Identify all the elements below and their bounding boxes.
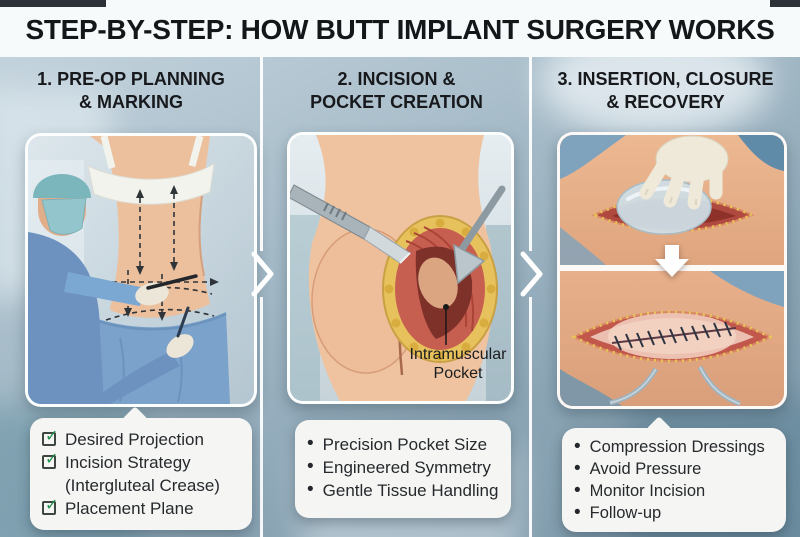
suture-line	[611, 321, 737, 351]
panel-divider	[260, 57, 263, 251]
bullet-icon: •	[307, 456, 314, 477]
bullet-item: • Follow-up	[574, 502, 774, 524]
marking-arrowheads	[124, 185, 219, 321]
bullet-item-label: Engineered Symmetry	[322, 458, 491, 477]
step-1-header: 1. PRE-OP PLANNING & MARKING	[37, 69, 225, 112]
retractor-icon	[453, 185, 506, 285]
title-band: STEP-BY-STEP: HOW BUTT IMPLANT SURGERY W…	[0, 0, 800, 57]
marking-pen-icon	[146, 274, 198, 290]
bullet-icon: •	[574, 502, 581, 523]
bullet-item-label: Monitor Incision	[589, 482, 706, 500]
step-1-summary-card: ✓ Desired Projection ✓ Incision Strategy…	[30, 406, 252, 530]
bullet-item-label: Follow-up	[589, 504, 662, 522]
checklist-item: ✓ Desired Projection	[42, 428, 240, 451]
gloved-hand	[639, 135, 784, 210]
step-2-header: 2. INCISION & POCKET CREATION	[310, 69, 483, 112]
bullet-item-label: Avoid Pressure	[589, 460, 702, 478]
panel-divider	[529, 297, 532, 537]
checkbox-checked-icon: ✓	[42, 452, 58, 469]
scrub-top	[28, 232, 104, 404]
panel-divider	[529, 57, 532, 251]
bullet-item-label: Gentle Tissue Handling	[322, 481, 499, 500]
gloved-hand	[135, 282, 169, 306]
checkbox-checked-icon: ✓	[42, 498, 58, 515]
bullet-list: • Compression Dressings • Avoid Pressure…	[562, 428, 786, 532]
patient-garment	[80, 312, 230, 404]
down-arrow-icon	[655, 245, 689, 277]
checklist-item: ✓ Incision Strategy (Intergluteal Crease…	[42, 451, 240, 497]
page-title: STEP-BY-STEP: HOW BUTT IMPLANT SURGERY W…	[25, 14, 775, 45]
bullet-icon: •	[574, 436, 581, 457]
bullet-icon: •	[574, 480, 581, 501]
bullet-item-label: Compression Dressings	[589, 438, 765, 456]
chevron-right-icon	[251, 251, 274, 297]
step-3-panel: 3. INSERTION, CLOSURE & RECOVERY	[531, 57, 800, 537]
bra-band	[87, 163, 215, 205]
preop-marking-illustration	[28, 136, 254, 404]
corner-artifact-right	[770, 0, 800, 7]
bullet-item: • Avoid Pressure	[574, 458, 774, 480]
bullet-list: • Precision Pocket Size • Engineered Sym…	[295, 420, 511, 515]
implant-insertion-illustration	[560, 135, 784, 265]
intramuscular-pocket-label: Intramuscular Pocket	[409, 346, 507, 382]
step-2-panel: 2. INCISION & POCKET CREATION	[262, 57, 531, 537]
checklist-item-label: Placement Plane	[65, 499, 194, 518]
bullet-item: • Engineered Symmetry	[307, 456, 499, 479]
pointer-line	[443, 304, 449, 345]
operating-room-background: 1. PRE-OP PLANNING & MARKING	[0, 57, 800, 537]
step-3-header: 3. INSERTION, CLOSURE & RECOVERY	[557, 69, 774, 112]
sutured-incision-illustration	[560, 271, 784, 406]
drain-tube-icon	[609, 365, 741, 406]
surgical-drape	[560, 135, 626, 179]
scalpel-icon	[290, 184, 411, 264]
bullet-item-label: Precision Pocket Size	[322, 435, 488, 454]
dissected-right-buttock	[382, 215, 498, 363]
bullet-item: • Compression Dressings	[574, 436, 774, 458]
step-1-image	[25, 133, 257, 407]
bullet-item: • Monitor Incision	[574, 480, 774, 502]
surgical-mask	[41, 197, 87, 235]
step-2-summary-card: • Precision Pocket Size • Engineered Sym…	[295, 420, 511, 518]
gloved-hand	[166, 334, 194, 358]
checkbox-checked-icon: ✓	[42, 429, 58, 446]
checklist: ✓ Desired Projection ✓ Incision Strategy…	[30, 418, 252, 530]
incision-pocket-illustration	[290, 135, 511, 401]
bullet-item: • Gentle Tissue Handling	[307, 479, 499, 502]
step-3-summary-card: • Compression Dressings • Avoid Pressure…	[562, 416, 786, 532]
surgical-drape	[710, 271, 784, 307]
bullet-item: • Precision Pocket Size	[307, 433, 499, 456]
surgeon	[28, 174, 180, 404]
surgical-cap	[33, 174, 91, 198]
chevron-right-icon	[520, 251, 543, 297]
checklist-item-label: Desired Projection	[65, 430, 204, 449]
panel-divider	[260, 297, 263, 537]
step-3-image	[557, 132, 787, 409]
bullet-icon: •	[307, 479, 314, 500]
marking-pen-icon	[176, 306, 190, 338]
bullet-icon: •	[307, 433, 314, 454]
corner-artifact-left	[0, 0, 106, 7]
bullet-icon: •	[574, 458, 581, 479]
checklist-item-label: Incision Strategy (Intergluteal Crease)	[65, 453, 220, 495]
step-1-panel: 1. PRE-OP PLANNING & MARKING	[0, 57, 262, 537]
checklist-item: ✓ Placement Plane	[42, 497, 240, 520]
step-2-image	[287, 132, 514, 404]
